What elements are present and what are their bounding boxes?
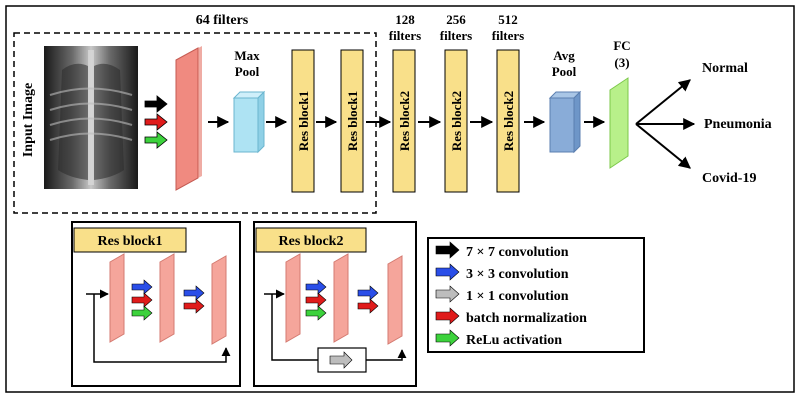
fc-label-line1: FC: [613, 38, 630, 53]
maxpool-block: [232, 90, 266, 154]
legend-items: 7 × 7 convolution 3 × 3 convolution 1 × …: [435, 241, 587, 348]
res-block2-512: [496, 49, 520, 193]
res-block2-256: [444, 49, 468, 193]
legend-conv3x3-icon: [435, 263, 460, 281]
input-op-arrows: [144, 95, 168, 149]
legend-batchnorm-icon: [435, 307, 460, 325]
filters-256-count: 256: [446, 12, 466, 27]
res-block1-a-label: Res block1: [296, 91, 311, 151]
inset-res-block2-title: Res block2: [279, 234, 344, 249]
filters-512-count: 512: [498, 12, 518, 27]
legend-conv7x7-icon: [435, 241, 460, 259]
filters-512-word: filters: [492, 28, 524, 43]
avgpool-label-line2: Pool: [552, 64, 577, 79]
inset2-skip-left: [271, 294, 318, 361]
res-block1-a: [291, 49, 315, 193]
legend-conv1x1-icon: [435, 285, 460, 303]
res-block1-b-label: Res block1: [345, 91, 360, 151]
filters-128-word: filters: [389, 28, 421, 43]
inset2-layers: [285, 253, 403, 345]
inset-res-block1-title-bg: [73, 227, 187, 253]
res-block2-128-label: Res block2: [397, 91, 412, 151]
input-image-label: Input Image: [21, 83, 36, 157]
res-block2-256-label: Res block2: [449, 91, 464, 151]
avgpool-block: [548, 90, 582, 154]
chest-xray-image: [44, 46, 138, 189]
arrow-to-covid: [635, 123, 691, 169]
legend-box: [427, 237, 645, 353]
legend-conv3x3-label: 3 × 3 convolution: [466, 267, 569, 282]
legend-relu-label: ReLu activation: [466, 333, 562, 348]
inset1-layers: [109, 253, 227, 345]
res-block1-b: [340, 49, 364, 193]
inset2-skip-right: [366, 349, 407, 361]
arrow-to-normal: [635, 79, 691, 125]
inset1-skip-connection: [93, 294, 231, 363]
res-block2-128: [392, 49, 416, 193]
conv64-block: [175, 46, 202, 191]
fc-layer-block: [609, 77, 629, 169]
fc-label-line2: (3): [614, 55, 629, 70]
maxpool-label-line2: Pool: [235, 64, 260, 79]
legend-batchnorm-label: batch normalization: [466, 311, 587, 326]
inset2-conv1x1-arrow-icon: [329, 351, 353, 369]
legend-conv7x7-label: 7 × 7 convolution: [466, 245, 569, 260]
filters-128-count: 128: [395, 12, 415, 27]
output-normal-label: Normal: [702, 61, 748, 76]
filters-256-word: filters: [440, 28, 472, 43]
avgpool-label-line1: Avg: [553, 48, 575, 63]
relu-arrow-icon: [144, 131, 168, 149]
res-block2-512-label: Res block2: [501, 91, 516, 151]
inset1-op-arrows: [131, 279, 205, 321]
output-pneumonia-label: Pneumonia: [704, 117, 772, 132]
maxpool-label-line1: Max: [234, 48, 260, 63]
conv7x7-arrow-icon: [144, 95, 168, 113]
inset2-op-arrows: [305, 279, 379, 321]
inset-res-block2-title-bg: [255, 227, 367, 253]
output-covid-label: Covid-19: [702, 171, 756, 186]
conv-filters-label: 64 filters: [196, 13, 249, 28]
legend-conv1x1-label: 1 × 1 convolution: [466, 289, 569, 304]
batchnorm-arrow-icon: [144, 113, 168, 131]
inset-res-block1-title: Res block1: [98, 234, 163, 249]
legend-relu-icon: [435, 329, 460, 347]
